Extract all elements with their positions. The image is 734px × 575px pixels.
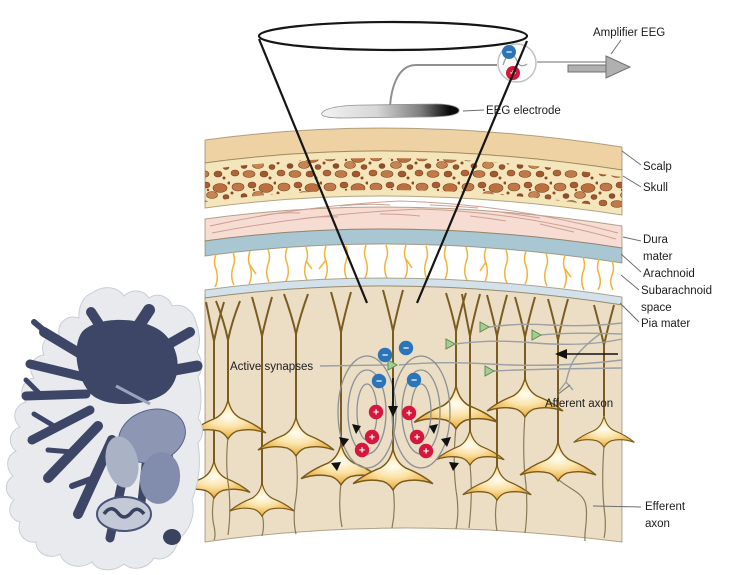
pyramidal-neuron — [519, 298, 597, 542]
label-scalp: Scalp — [643, 161, 672, 173]
svg-text:+: + — [414, 432, 420, 444]
current-loops: − − − − + + + + + + — [331, 340, 459, 471]
positive-charge: + — [409, 429, 425, 445]
negative-charge: − — [502, 45, 516, 59]
magnifier-cone — [257, 20, 529, 304]
label-arachnoid: Arachnoid — [643, 268, 695, 280]
leader-eeg-electrode — [462, 109, 485, 112]
label-dura-mater: Dura mater — [643, 234, 673, 263]
leader-amplifier — [610, 39, 622, 55]
brain-deep-nuclei — [96, 384, 186, 545]
electrode-wire — [389, 64, 497, 107]
eeg-electrode-assembly: − + — [321, 43, 632, 119]
svg-text:−: − — [506, 47, 512, 59]
leader-skull — [622, 175, 642, 188]
eeg-electrode-shape — [321, 103, 460, 119]
leader-pia — [619, 302, 640, 323]
pyramidal-neuron — [177, 301, 251, 541]
negative-charge: − — [371, 373, 387, 389]
charges: − − − − + + + + + + — [354, 340, 434, 459]
cone-right-edge — [415, 40, 529, 304]
skull-diploe — [205, 158, 622, 209]
negative-charge: − — [406, 372, 422, 388]
current-direction-arrowheads — [331, 424, 459, 471]
pyramidal-neuron — [435, 293, 505, 529]
svg-text:−: − — [382, 350, 388, 362]
pyramidal-neurons — [177, 289, 635, 542]
svg-text:+: + — [369, 432, 375, 444]
hippocampus-fold — [96, 496, 152, 532]
svg-text:+: + — [359, 445, 365, 457]
label-active-synapses: Active synapses — [230, 361, 314, 373]
label-afferent-axon: Afferent axon — [545, 398, 614, 410]
leader-arachnoid — [620, 253, 642, 273]
positive-charge: + — [368, 404, 384, 420]
leader-subarachnoid — [620, 274, 640, 291]
brain-section-photo — [5, 287, 203, 571]
svg-text:+: + — [406, 408, 412, 420]
pyramidal-neuron — [257, 293, 335, 535]
negative-charge: − — [398, 340, 414, 356]
label-subarachnoid-space: Subarachnoid space — [641, 285, 712, 314]
positive-charge: + — [401, 405, 417, 421]
pyramidal-neuron — [462, 294, 532, 532]
subarachnoid-vessels — [213, 244, 615, 291]
leader-efferent — [592, 505, 642, 508]
dura-texture — [209, 200, 619, 240]
positive-charge: + — [418, 443, 434, 459]
leader-dura — [622, 236, 642, 242]
label-skull: Skull — [643, 182, 668, 194]
label-amplifier-eeg: Amplifier EEG — [593, 27, 666, 39]
cone-top-ellipse — [257, 20, 529, 52]
leader-lines — [462, 39, 642, 508]
svg-text:+: + — [373, 407, 379, 419]
label-efferent-axon: Efferent axon — [645, 501, 686, 530]
label-eeg-electrode: EEG electrode — [486, 105, 561, 117]
positive-charge: + — [354, 442, 370, 458]
efferent-axon-line — [557, 478, 588, 542]
afferent-axons — [319, 321, 623, 392]
pyramidal-neuron — [189, 300, 267, 536]
leader-scalp — [621, 150, 642, 166]
svg-text:−: − — [376, 376, 382, 388]
impulse-direction-arrow — [555, 349, 618, 359]
sink-arrow-down — [388, 378, 398, 417]
leader-afferent — [556, 384, 571, 396]
active-synapse-axon — [319, 359, 623, 367]
svg-text:+: + — [423, 446, 429, 458]
output-arrow — [567, 55, 632, 79]
pyramidal-neuron — [229, 296, 295, 537]
negative-charge: − — [377, 347, 393, 363]
svg-text:−: − — [411, 375, 417, 387]
positive-charge: + — [364, 429, 380, 445]
cone-left-edge — [257, 38, 369, 304]
label-pia-mater: Pia mater — [641, 318, 691, 330]
head-layers — [204, 127, 623, 543]
current-loop — [337, 355, 397, 469]
pyramidal-neuron — [486, 296, 564, 534]
svg-text:−: − — [403, 343, 409, 355]
